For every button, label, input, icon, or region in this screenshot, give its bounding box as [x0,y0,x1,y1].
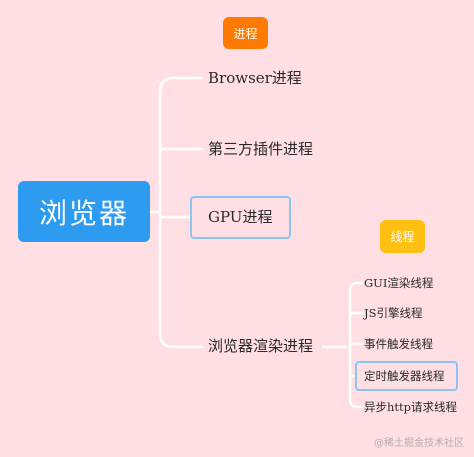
connector-main-trunk [158,76,176,349]
thread-js: JS引擎线程 [364,306,423,320]
thread-timer: 定时触发器线程 [364,369,445,383]
process-gpu: GPU进程 [208,208,273,226]
process-browser: Browser进程 [208,69,302,87]
browser-root-node: 浏览器 [18,181,150,242]
thread-gui: GUI渲染线程 [364,276,434,290]
thread-tag: 线程 [380,220,425,253]
watermark: @稀土掘金技术社区 [374,438,464,449]
thread-http: 异步http请求线程 [364,400,458,414]
process-tag: 进程 [223,17,268,49]
process-plugin: 第三方插件进程 [208,140,314,158]
thread-event: 事件触发线程 [364,337,433,351]
timer-thread-highlight [355,361,458,391]
gpu-process-highlight [190,196,291,239]
process-renderer: 浏览器渲染进程 [208,337,314,355]
